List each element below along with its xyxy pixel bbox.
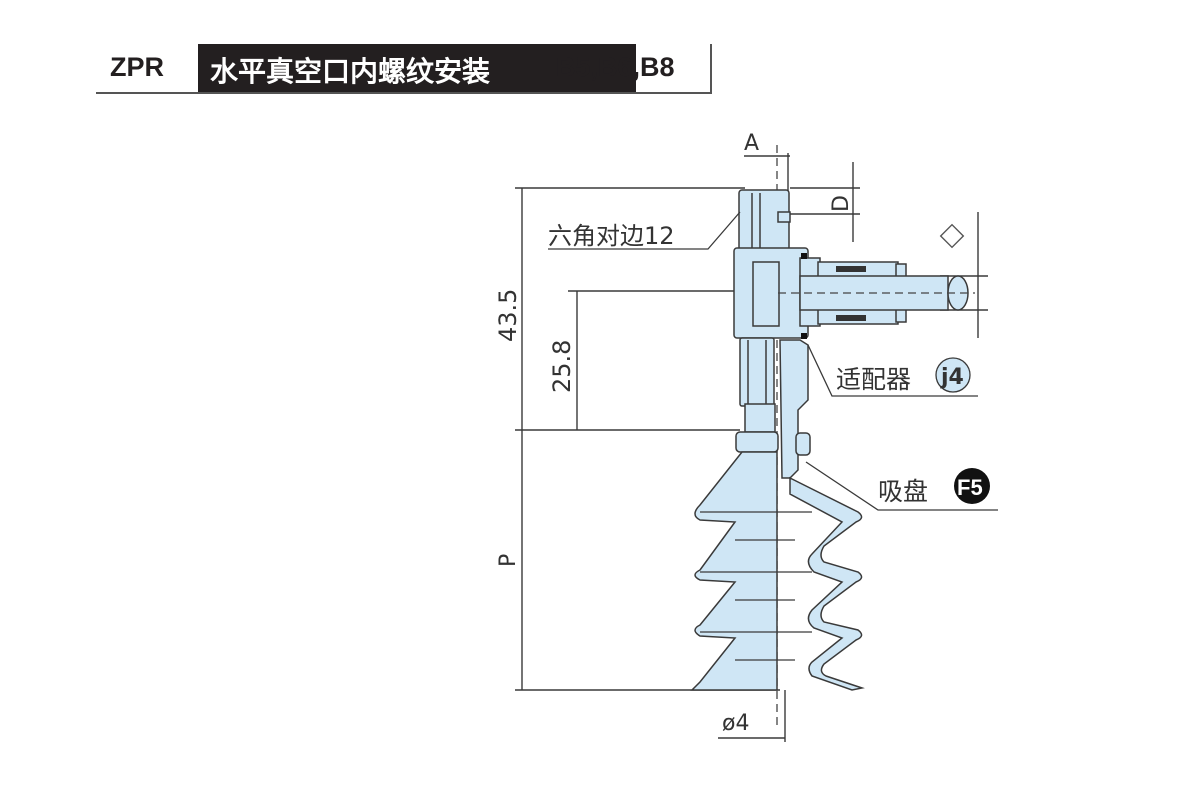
adapter-label: 适配器 <box>836 365 911 394</box>
pad-label: 吸盘 <box>878 477 928 506</box>
adapter-badge <box>935 357 971 393</box>
collet-seal-bottom <box>836 315 866 321</box>
pad-neck-section <box>795 432 811 456</box>
pad-badge <box>954 468 990 504</box>
adapter-stem <box>744 403 776 433</box>
bellows-section <box>789 476 865 691</box>
dim-25-8-label: 25.8 <box>548 340 576 393</box>
adapter-collar <box>735 431 779 453</box>
o-ring-top <box>801 253 807 259</box>
title-box: 水平真空口内螺纹安装 <box>198 44 636 94</box>
hex-body-notch <box>777 211 791 223</box>
adapter-section <box>779 339 809 479</box>
hex-nut <box>739 337 775 407</box>
collet-seal-top <box>836 266 866 272</box>
pad-leader <box>805 461 998 511</box>
dim-a-label: A <box>744 131 759 156</box>
port-cavity <box>752 261 780 327</box>
header-right-border <box>710 44 712 94</box>
variant-codes: B5,B6,B8 <box>556 52 675 82</box>
mount-title: 水平真空口内螺纹安装 <box>210 55 491 88</box>
dim-d-label: D <box>829 195 854 212</box>
dim-p-label: P <box>496 554 521 567</box>
adapter-leader <box>807 344 978 397</box>
model-code: ZPR <box>110 52 164 82</box>
adapter-code: j4 <box>940 365 964 390</box>
diamond-symbol <box>939 223 965 249</box>
bellows-pad <box>690 451 778 691</box>
spec-header: ZPR 水平真空口内螺纹安装 B5,B6,B8 <box>96 44 712 94</box>
hex-leader <box>548 211 741 250</box>
pad-code: F5 <box>957 475 983 500</box>
dim-diameter-label: ø4 <box>722 711 749 736</box>
o-ring-bottom <box>801 333 807 339</box>
hex-label: 六角对边12 <box>548 222 675 250</box>
dim-43-5-label: 43.5 <box>494 289 522 342</box>
header-underline <box>96 92 712 94</box>
